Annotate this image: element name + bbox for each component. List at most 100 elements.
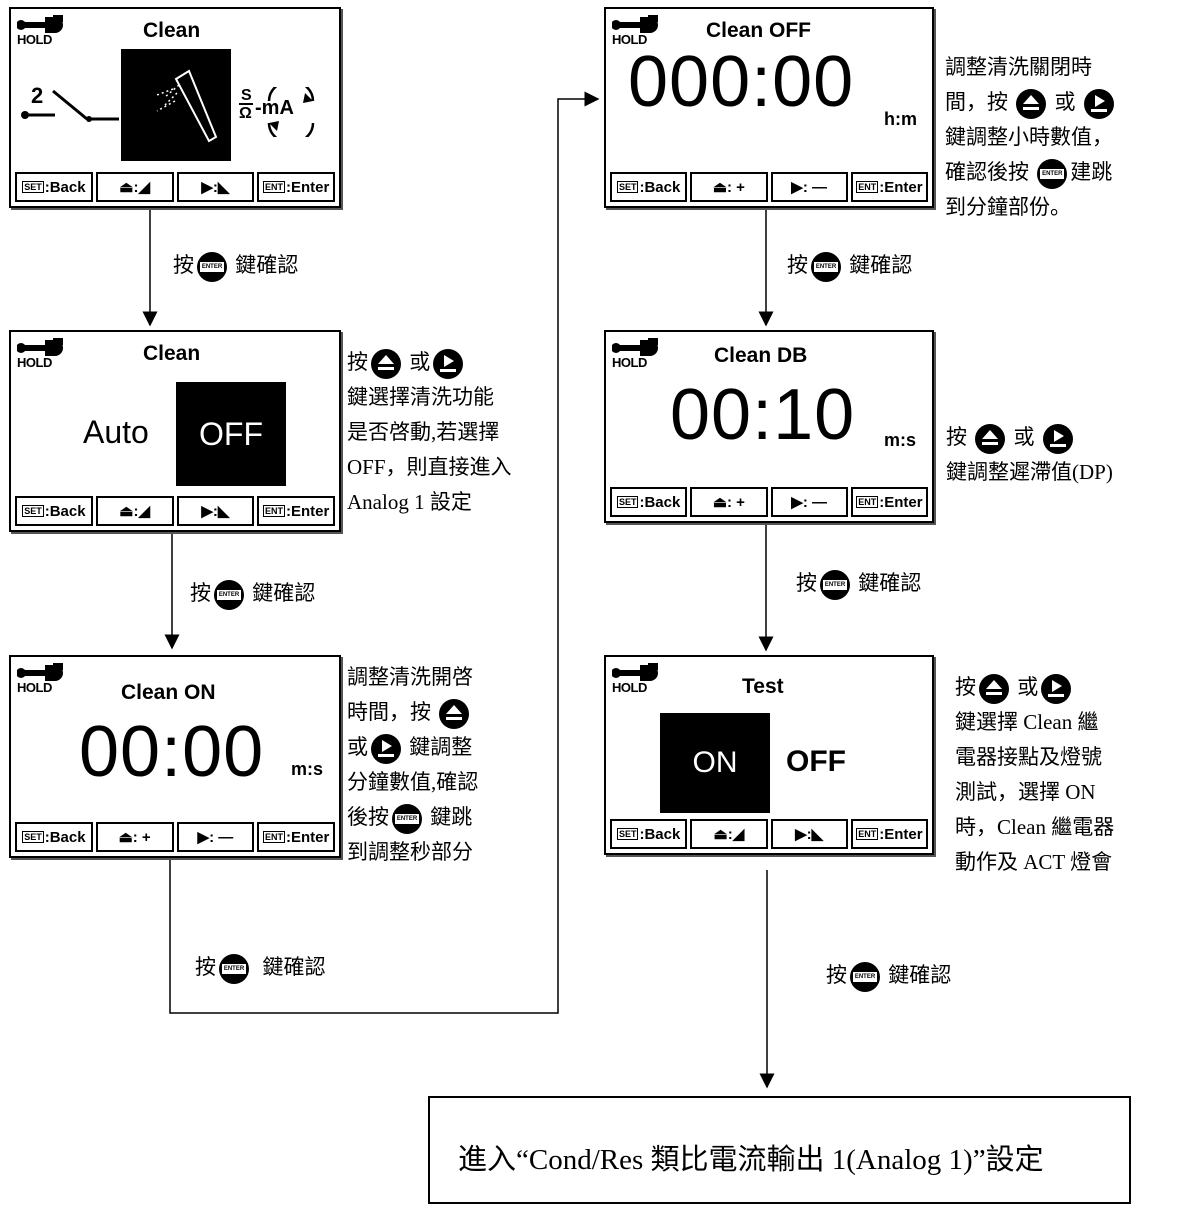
hold-indicator: HOLD [612, 338, 660, 372]
key-up-plus: ⏏: + [95, 822, 174, 852]
hold-indicator: HOLD [17, 15, 65, 49]
time-unit: h:m [884, 109, 917, 129]
enter-button-icon: ENTER [850, 962, 880, 993]
enter-button-icon: ENTER [811, 252, 841, 283]
screen-title: Clean [143, 342, 201, 365]
key-bar: SET:Back ⏏: + ▶: — ENT:Enter [610, 487, 928, 517]
time-value: 000:00 [628, 42, 855, 122]
screen-clean: HOLD Clean 2 S Ω -mA SET:Back ⏏:◢ ▶:◣ EN… [9, 7, 341, 208]
wrench-icon [17, 663, 63, 681]
enter-button-icon: ENTER [214, 580, 244, 611]
key-set-back: SET:Back [15, 172, 93, 202]
enter-button-icon: ENTER [1037, 159, 1068, 190]
key-right: ▶:◣ [770, 819, 848, 849]
time-unit: m:s [884, 430, 917, 450]
key-ent-enter: ENT:Enter [850, 819, 928, 849]
mode-button-icon [975, 424, 1006, 455]
right-button-icon [433, 349, 464, 380]
key-up-plus: ⏏: + [690, 172, 768, 202]
key-set-back: SET:Back [15, 496, 93, 526]
key-ent-enter: ENT:Enter [257, 822, 335, 852]
screen-title: Clean DB [714, 344, 808, 367]
note-auto: 按 或 鍵選擇清洗功能 是否啓動,若選擇 OFF，則直接進入 Analog 1 … [347, 349, 512, 514]
screen-title: Test [742, 675, 784, 698]
wrench-icon [612, 15, 658, 33]
hold-indicator: HOLD [17, 663, 65, 697]
wrench-icon [17, 15, 63, 33]
key-bar: SET:Back ⏏:◢ ▶:◣ ENT:Enter [15, 496, 335, 526]
key-bar: SET:Back ⏏: + ▶: — ENT:Enter [15, 822, 335, 852]
right-button-icon [1042, 424, 1073, 455]
key-right: ▶:◣ [176, 496, 255, 526]
mode-button-icon [371, 349, 401, 380]
wrench-icon [612, 663, 658, 681]
mode-button-icon [979, 674, 1009, 705]
enter-button-icon: ENTER [392, 804, 422, 835]
right-button-icon [371, 734, 401, 765]
key-right-minus: ▶: — [176, 822, 255, 852]
screen-title: Clean ON [121, 681, 216, 704]
relay-contact-icon: 2 [19, 83, 119, 129]
conductivity-ma-icon: S Ω -mA [239, 87, 335, 137]
next-step-box: 進入“Cond/Res 類比電流輸出 1(Analog 1)”設定 [428, 1096, 1131, 1204]
time-value: 00:10 [670, 375, 856, 455]
hold-indicator: HOLD [612, 663, 660, 697]
key-set-back: SET:Back [610, 819, 688, 849]
mode-button-icon [1016, 89, 1047, 120]
key-set-back: SET:Back [610, 172, 688, 202]
key-bar: SET:Back ⏏:◢ ▶:◣ ENT:Enter [15, 172, 335, 202]
key-right: ▶:◣ [176, 172, 255, 202]
off-label: OFF [786, 745, 846, 778]
key-ent-enter: ENT:Enter [850, 172, 928, 202]
enter-button-icon: ENTER [197, 252, 227, 283]
key-set-back: SET:Back [610, 487, 688, 517]
key-set-back: SET:Back [15, 822, 93, 852]
off-option-selected: OFF [176, 382, 286, 486]
mode-button-icon [439, 699, 470, 730]
time-unit: m:s [291, 759, 324, 779]
screen-title: Clean [143, 19, 201, 42]
enter-button-icon: ENTER [820, 570, 850, 601]
hold-indicator: HOLD [612, 15, 660, 49]
key-bar: SET:Back ⏏: + ▶: — ENT:Enter [610, 172, 928, 202]
screen-clean-on: HOLD Clean ON 00:00 m:s SET:Back ⏏: + ▶:… [9, 655, 341, 858]
key-right-minus: ▶: — [770, 172, 848, 202]
key-ent-enter: ENT:Enter [850, 487, 928, 517]
on-option-selected: ON [660, 713, 770, 813]
note-test: 按 或 鍵選擇 Clean 繼 電器接點及燈號 測試，選擇 ON 時，Clean… [955, 674, 1115, 874]
auto-label: Auto [83, 414, 149, 450]
arrow-on-to-off [169, 91, 600, 1014]
enter-button-icon: ENTER [219, 954, 249, 985]
screen-clean-db: HOLD Clean DB 00:10 m:s SET:Back ⏏: + ▶:… [604, 330, 934, 523]
screen-test: HOLD Test ON OFF SET:Back ⏏:◢ ▶:◣ ENT:En… [604, 655, 934, 855]
screen-auto: HOLD Clean Auto OFF SET:Back ⏏:◢ ▶:◣ ENT… [9, 330, 341, 532]
key-right-minus: ▶: — [770, 487, 848, 517]
right-button-icon [1083, 89, 1114, 120]
key-up: ⏏:◢ [95, 172, 174, 202]
key-ent-enter: ENT:Enter [257, 496, 335, 526]
screen-title: Clean OFF [706, 19, 812, 42]
key-up-plus: ⏏: + [690, 487, 768, 517]
wrench-icon [17, 338, 63, 356]
wrench-icon [612, 338, 658, 356]
next-step-text: 進入“Cond/Res 類比電流輸出 1(Analog 1)”設定 [458, 1144, 1044, 1176]
note-clean-db: 按 或 鍵調整遲滯值(DP) [946, 424, 1113, 484]
spray-nozzle-icon [121, 49, 231, 161]
key-up: ⏏:◢ [95, 496, 174, 526]
key-bar: SET:Back ⏏:◢ ▶:◣ ENT:Enter [610, 819, 928, 849]
key-up: ⏏:◢ [690, 819, 768, 849]
time-value: 00:00 [79, 712, 265, 792]
screen-clean-off: HOLD Clean OFF 000:00 h:m SET:Back ⏏: + … [604, 7, 934, 208]
right-button-icon [1041, 674, 1072, 705]
key-ent-enter: ENT:Enter [257, 172, 335, 202]
hold-indicator: HOLD [17, 338, 65, 372]
